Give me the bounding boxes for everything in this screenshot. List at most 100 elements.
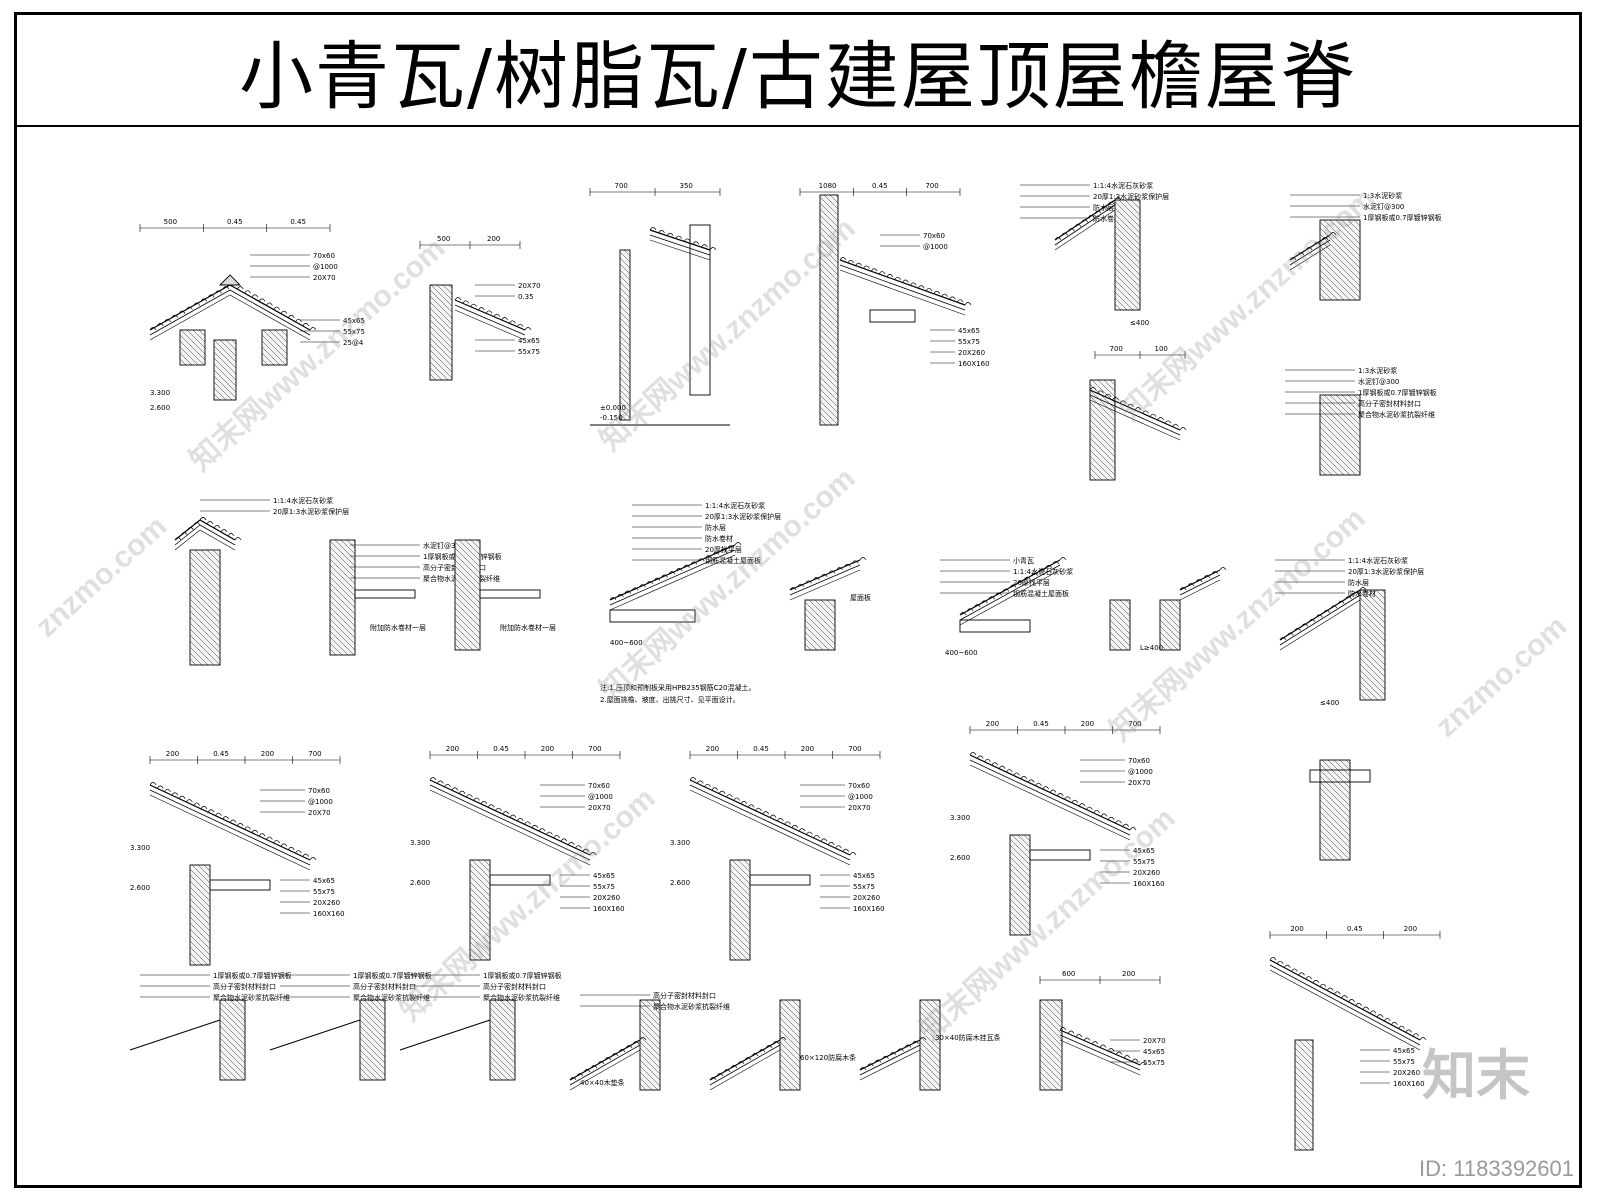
tile	[234, 537, 242, 541]
hatch-line	[729, 863, 751, 885]
callout-label: 防水卷材	[1348, 589, 1376, 598]
roof-slope-under	[689, 784, 851, 861]
callout-label: 55x75	[343, 328, 365, 336]
hatch-line	[329, 576, 356, 603]
dimension-label: 200	[1290, 925, 1303, 933]
tile	[516, 818, 524, 822]
hatch-line	[189, 646, 209, 666]
tile	[849, 852, 857, 856]
hatch-line	[1319, 775, 1351, 807]
hatch-line	[619, 359, 631, 371]
hatch-line	[729, 875, 751, 897]
hatch-line	[639, 1029, 661, 1051]
roof-layer	[1279, 599, 1361, 651]
callout-label: 防水卷材	[705, 534, 733, 543]
hatch-line	[1109, 607, 1131, 629]
roof-slope-under	[709, 1044, 781, 1086]
hatch-line	[429, 295, 453, 319]
tile	[751, 1053, 759, 1057]
hatch-line	[1294, 1059, 1314, 1079]
hatch-line	[1109, 637, 1123, 651]
hatch-line	[619, 377, 631, 389]
callout-label: 70x60	[308, 787, 330, 795]
callout-label: 160X160	[313, 910, 345, 918]
hatch-line	[329, 582, 356, 609]
hatch-line	[194, 549, 221, 576]
dimension-label: 0.45	[493, 745, 509, 753]
roof-slope-under	[149, 789, 311, 866]
tile	[236, 286, 244, 290]
callout-label: 55x75	[958, 338, 980, 346]
hatch-line	[1009, 898, 1031, 920]
tile	[784, 821, 791, 825]
sheet-title: 小青瓦/树脂瓦/古建屋顶屋檐屋脊	[239, 33, 1357, 120]
hatch-line	[808, 599, 836, 627]
callout-label: 防水卷材	[1093, 214, 1121, 223]
tile	[1179, 427, 1187, 431]
hatch-line	[454, 637, 468, 651]
id-label: ID: 1183392601	[1419, 1156, 1574, 1181]
callout-label: 1厚钢板或0.7厚镀锌钢板	[1363, 213, 1442, 222]
hatch-line	[261, 340, 287, 366]
tile	[604, 1057, 612, 1061]
dimension-label: 700	[1110, 345, 1123, 353]
hatch-line	[1339, 759, 1351, 771]
tile	[200, 298, 208, 302]
tile	[222, 286, 230, 290]
hatch-line	[219, 1055, 245, 1081]
tile	[546, 831, 553, 835]
hatch-line	[213, 387, 227, 401]
tile	[919, 1037, 927, 1041]
callout-label: 45x65	[1393, 1047, 1415, 1055]
tile	[870, 268, 878, 272]
hatch-line	[1319, 450, 1345, 476]
hatch-line	[779, 1071, 799, 1091]
tile	[1107, 1048, 1115, 1052]
hatch-line	[1109, 379, 1116, 386]
roof-layer	[1179, 579, 1221, 601]
tile	[1319, 983, 1327, 987]
hatch-line	[329, 612, 356, 639]
hatch-line	[1039, 1005, 1063, 1029]
roof-layer	[229, 294, 311, 341]
tile	[1061, 232, 1068, 236]
hatch-line	[429, 349, 453, 373]
callout-label: 20X260	[593, 894, 620, 902]
tile	[273, 840, 280, 844]
tile	[480, 801, 488, 805]
tile	[874, 1059, 882, 1063]
hatch-line	[619, 305, 631, 317]
hatch-line	[1294, 1065, 1314, 1085]
hatch-line	[832, 599, 836, 603]
hatch-line	[804, 601, 836, 633]
tile	[668, 571, 676, 575]
tile	[1129, 827, 1137, 831]
tile	[617, 593, 624, 597]
callout-label: 20X260	[1393, 1069, 1420, 1077]
hatch-line	[804, 619, 836, 651]
tile	[998, 765, 1006, 769]
hatch-line	[469, 911, 491, 933]
hatch-line	[489, 1037, 516, 1064]
tile	[164, 318, 171, 323]
roof-slope-under	[1289, 239, 1331, 266]
callout-label: 45x65	[853, 872, 875, 880]
tile	[462, 300, 470, 304]
dimension-label: 200	[986, 720, 999, 728]
tile	[631, 587, 639, 591]
hatch-line	[1114, 255, 1141, 282]
hatch-line	[454, 547, 481, 574]
hatch-line	[189, 550, 221, 582]
tile	[273, 306, 280, 310]
callout-label: 聚合物水泥砂浆抗裂纤维	[213, 993, 290, 1002]
callout-label: 聚合物水泥砂浆抗裂纤维	[483, 993, 560, 1002]
hatch-line	[192, 329, 206, 343]
hatch-line	[826, 599, 836, 609]
hatch-line	[779, 1011, 801, 1033]
hatch-line	[779, 1005, 801, 1027]
hatch-line	[436, 284, 453, 301]
hatch-line	[819, 196, 839, 216]
hatch-line	[1009, 874, 1031, 896]
hatch-line	[779, 1041, 801, 1063]
callout-label: @1000	[308, 798, 333, 806]
